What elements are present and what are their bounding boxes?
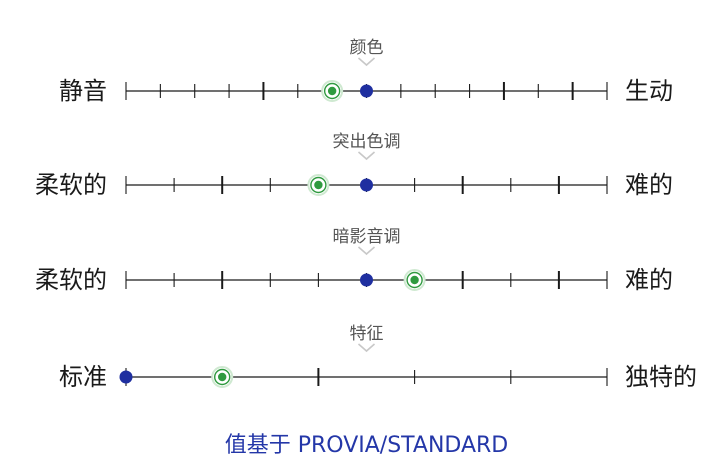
highlight-marker <box>403 269 426 291</box>
footer-note: 值基于 PROVIA/STANDARD <box>225 433 509 458</box>
baseline-marker <box>360 178 373 192</box>
right-label: 难的 <box>625 266 673 294</box>
row-title: 颜色 <box>350 38 384 58</box>
row-title: 突出色调 <box>333 132 401 152</box>
chevron-down-icon <box>357 57 376 67</box>
right-label: 独特的 <box>625 363 697 391</box>
right-label: 难的 <box>625 171 673 199</box>
right-label: 生动 <box>625 77 673 105</box>
baseline-marker <box>360 84 373 98</box>
chevron-down-icon <box>357 246 376 256</box>
highlight-marker <box>211 366 234 388</box>
left-label: 柔软的 <box>35 266 107 294</box>
row-title: 特征 <box>350 324 384 344</box>
baseline-marker <box>119 370 133 384</box>
highlight-marker <box>307 174 330 196</box>
left-label: 静音 <box>59 77 107 105</box>
left-label: 柔软的 <box>35 171 107 199</box>
baseline-marker <box>360 273 373 287</box>
chevron-down-icon <box>357 343 376 353</box>
left-label: 标准 <box>59 363 107 391</box>
chevron-down-icon <box>357 151 376 161</box>
row-title: 暗影音调 <box>333 227 401 247</box>
highlight-marker <box>321 80 344 102</box>
